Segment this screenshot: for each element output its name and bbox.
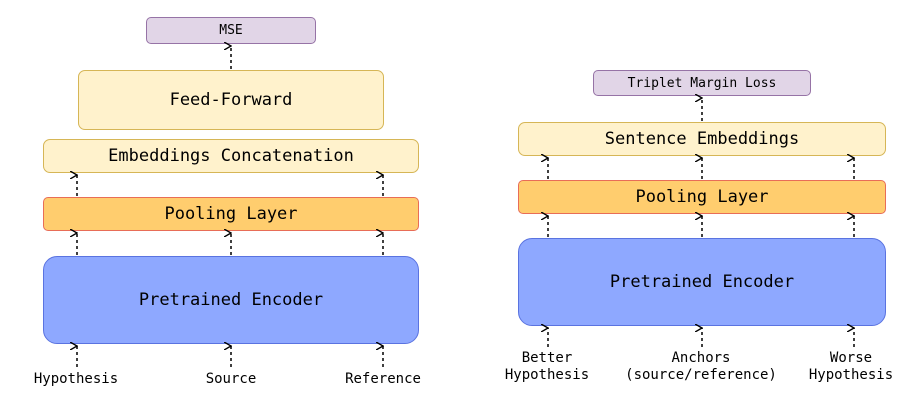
better-line1: Better xyxy=(521,350,573,366)
input-label-source: Source xyxy=(205,371,257,387)
pretrained-encoder-box-right: Pretrained Encoder xyxy=(518,238,886,326)
mse-loss-box: MSE xyxy=(146,17,316,44)
worse-line2: Hypothesis xyxy=(808,367,894,383)
pooling-layer-box-right: Pooling Layer xyxy=(518,180,886,214)
input-label-anchors: Anchors (source/reference) xyxy=(616,350,786,384)
pretrained-encoder-box-left: Pretrained Encoder xyxy=(43,256,419,344)
anchors-line1: Anchors xyxy=(671,350,731,366)
feed-forward-box: Feed-Forward xyxy=(78,70,384,130)
embeddings-concatenation-box: Embeddings Concatenation xyxy=(43,139,419,173)
better-line2: Hypothesis xyxy=(504,367,590,383)
input-label-worse-hypothesis: Worse Hypothesis xyxy=(796,350,906,384)
input-label-hypothesis: Hypothesis xyxy=(33,371,119,387)
anchors-line2: (source/reference) xyxy=(625,367,777,383)
worse-line1: Worse xyxy=(829,350,873,366)
input-label-reference: Reference xyxy=(345,371,421,387)
input-label-better-hypothesis: Better Hypothesis xyxy=(492,350,602,384)
